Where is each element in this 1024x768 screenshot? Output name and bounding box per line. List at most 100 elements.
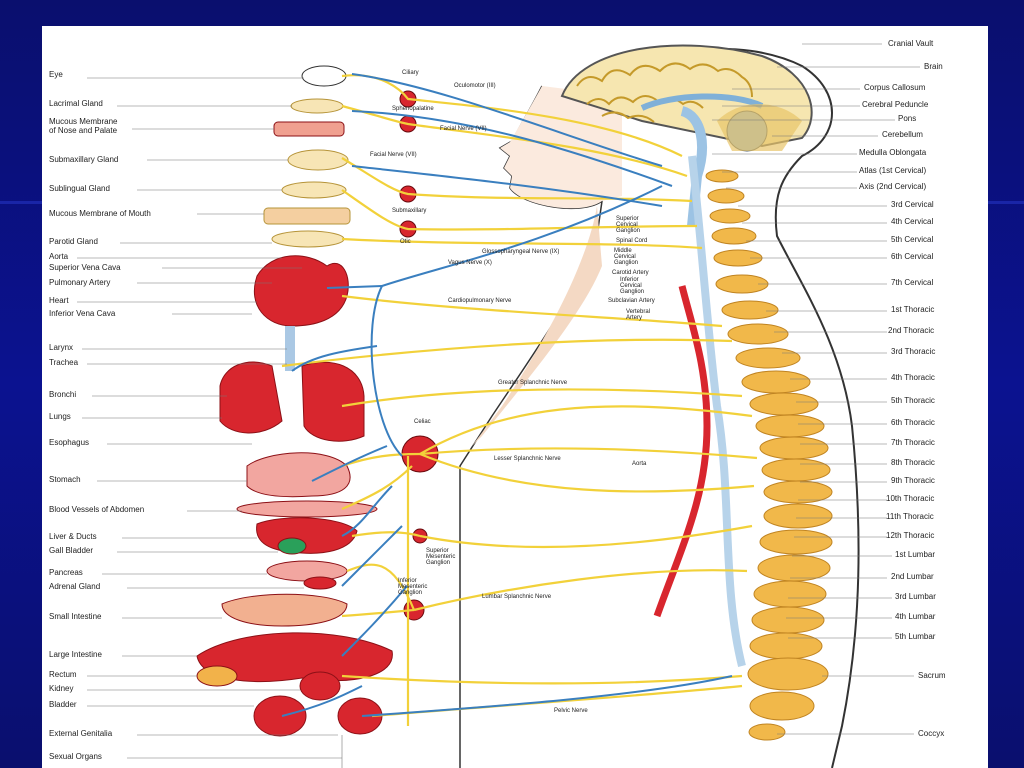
- label-inf-mesenteric-1: Inferior: [398, 578, 417, 584]
- nose-organ: [273, 121, 345, 137]
- label-bladder: Bladder: [49, 700, 77, 709]
- large-intestine-organ: [196, 632, 393, 682]
- label-inf-cervical-2: Cervical: [620, 283, 642, 289]
- parotid-organ: [271, 230, 345, 248]
- label-t10: 10th Thoracic: [886, 494, 935, 503]
- label-esophagus: Esophagus: [49, 438, 90, 447]
- label-mid-cervical-3: Ganglion: [614, 260, 639, 266]
- label-inf-mesenteric-2: Mesenteric: [398, 584, 428, 590]
- label-small-intestine: Small Intestine: [49, 612, 102, 621]
- gall-organ: [277, 537, 307, 555]
- label-greater-splanchnic: Greater Splanchnic Nerve: [498, 380, 568, 386]
- cerebellum-shell: [717, 104, 802, 151]
- label-aorta-inner: Aorta: [632, 461, 647, 467]
- label-l3: 3rd Lumbar: [895, 592, 936, 601]
- label-larynx: Larynx: [49, 343, 74, 352]
- label-mucous-mouth: Mucous Membrane of Mouth: [49, 209, 151, 218]
- ganglia: [399, 90, 439, 621]
- label-t5: 5th Thoracic: [891, 396, 935, 405]
- label-cardiopulmonary: Cardiopulmonary Nerve: [448, 298, 512, 304]
- label-vertebral: Vertebral: [626, 309, 651, 315]
- sublingual-organ: [281, 181, 347, 199]
- label-sup-cervical-2: Cervical: [616, 222, 638, 228]
- label-lungs: Lungs: [49, 412, 71, 421]
- heart-organ: [253, 255, 349, 327]
- label-pons: Pons: [898, 114, 917, 123]
- label-pelvic-nerve: Pelvic Nerve: [554, 708, 588, 714]
- aorta-vessel: [653, 285, 711, 618]
- label-gall-bladder: Gall Bladder: [49, 546, 94, 555]
- label-inferior-vena-cava: Inferior Vena Cava: [49, 309, 116, 318]
- label-submaxillary-ganglion: Submaxillary: [392, 208, 427, 214]
- label-glossopharyngeal: Glossopharyngeal Nerve (IX): [482, 249, 560, 255]
- label-c5: 5th Cervical: [891, 235, 934, 244]
- label-t7: 7th Thoracic: [891, 438, 935, 447]
- vessels-organ: [236, 500, 378, 518]
- label-aorta: Aorta: [49, 252, 69, 261]
- spinal-cord: [688, 155, 746, 667]
- adrenal-organ: [303, 576, 337, 590]
- label-heart: Heart: [49, 296, 69, 305]
- label-l5: 5th Lumbar: [895, 632, 936, 641]
- stomach-organ: [246, 452, 351, 498]
- label-ciliary: Ciliary: [402, 70, 419, 76]
- label-liver: Liver & Ducts: [49, 532, 97, 541]
- label-celiac: Celiac: [414, 419, 431, 425]
- label-sphenopalatine: Sphenopalatine: [392, 106, 434, 112]
- label-facial-nerve-b: Facial Nerve (VII): [370, 152, 417, 158]
- label-eye: Eye: [49, 70, 63, 79]
- label-t9: 9th Thoracic: [891, 476, 935, 485]
- submax-organ: [287, 149, 349, 171]
- label-c7: 7th Cervical: [891, 278, 934, 287]
- label-l2: 2nd Lumbar: [891, 572, 934, 581]
- label-superior-vena-cava: Superior Vena Cava: [49, 263, 121, 272]
- nervous-system-diagram: [77, 43, 920, 768]
- label-rectum: Rectum: [49, 670, 77, 679]
- label-stomach: Stomach: [49, 475, 81, 484]
- label-t12: 12th Thoracic: [886, 531, 935, 540]
- organs: [196, 65, 393, 737]
- sympathetic-nerves: [281, 74, 758, 726]
- label-lesser-splanchnic: Lesser Splanchnic Nerve: [494, 456, 561, 462]
- label-mucous-nose-2: of Nose and Palate: [49, 126, 118, 135]
- label-cerebellum: Cerebellum: [882, 130, 923, 139]
- label-sacrum: Sacrum: [918, 671, 946, 680]
- label-medulla-oblongata: Medulla Oblongata: [859, 148, 927, 157]
- label-sexual-organs: Sexual Organs: [49, 752, 102, 761]
- label-spinal-cord: Spinal Cord: [616, 238, 648, 244]
- pancreas-organ: [266, 560, 348, 582]
- label-vertebral-artery: Artery: [626, 315, 643, 321]
- diagram-panel: Eye Lacrimal Gland Mucous Membrane of No…: [42, 26, 988, 768]
- leader-lines: [77, 43, 920, 768]
- label-sublingual-gland: Sublingual Gland: [49, 184, 110, 193]
- bladder-organ: [253, 695, 307, 737]
- small-intestine-organ: [221, 593, 348, 627]
- label-sup-mesenteric-3: Ganglion: [426, 560, 451, 566]
- label-cerebral-peduncle: Cerebral Peduncle: [862, 100, 929, 109]
- label-cranial-vault: Cranial Vault: [888, 39, 934, 48]
- label-corpus-callosum: Corpus Callosum: [864, 83, 926, 92]
- label-t3: 3rd Thoracic: [891, 347, 936, 356]
- lacrimal-organ: [290, 98, 344, 114]
- label-submaxillary-gland: Submaxillary Gland: [49, 155, 119, 164]
- label-t6: 6th Thoracic: [891, 418, 935, 427]
- label-trachea: Trachea: [49, 358, 79, 367]
- eye-organ: [301, 65, 347, 87]
- label-inf-mesenteric-3: Ganglion: [398, 590, 423, 596]
- lung-right-organ: [301, 361, 365, 442]
- label-c6: 6th Cervical: [891, 252, 934, 261]
- label-atlas: Atlas (1st Cervical): [859, 166, 927, 175]
- label-inf-cervical-1: Inferior: [620, 277, 639, 283]
- corpus-callosum: [640, 93, 764, 111]
- label-lacrimal-gland: Lacrimal Gland: [49, 99, 103, 108]
- body-outline: [601, 47, 860, 768]
- label-external-genitalia: External Genitalia: [49, 729, 113, 738]
- label-kidney: Kidney: [49, 684, 74, 693]
- label-vagus: Vagus Nerve (X): [448, 260, 492, 266]
- label-mid-cervical-2: Cervical: [614, 254, 636, 260]
- label-c3: 3rd Cervical: [891, 200, 934, 209]
- label-blood-vessels: Blood Vessels of Abdomen: [49, 505, 145, 514]
- label-sup-mesenteric-2: Mesenteric: [426, 554, 456, 560]
- label-t2: 2nd Thoracic: [888, 326, 935, 335]
- label-t8: 8th Thoracic: [891, 458, 935, 467]
